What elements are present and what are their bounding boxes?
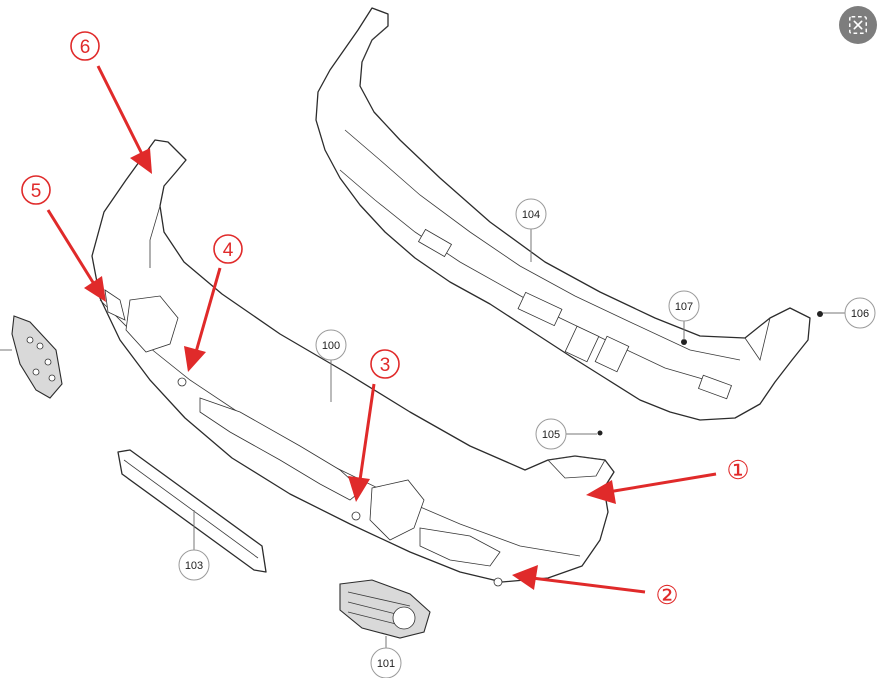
callout-107: 107 [668,290,700,340]
close-x-icon [849,16,867,34]
callout-101: 101 [370,636,402,678]
side-grille-left [0,315,63,399]
marker-4: 4 [184,234,243,372]
callout-107-label: 107 [675,301,693,313]
callout-105: 105 [535,418,597,450]
marker-3: 3 [348,349,400,502]
callout-100-label: 100 [322,340,340,352]
part-101-fog-grille [339,579,431,639]
marker-1-label: ① [726,455,749,485]
marker-4-label: 4 [223,240,234,261]
callout-106-label: 106 [851,308,869,320]
marker-5-label: 5 [31,181,42,202]
callout-104-label: 104 [522,209,540,221]
fastener-106 [817,311,823,317]
callout-101-label: 101 [377,658,395,670]
marker-1: ① [586,455,750,504]
marker-6-label: 6 [80,37,91,58]
part-103-trim-strip [117,449,267,573]
marker-6: 6 [70,31,152,174]
fastener-105 [597,430,603,436]
part-100-bumper-cover [91,139,615,587]
marker-2: ② [512,565,679,610]
marker-3-label: 3 [380,355,391,376]
callout-104: 104 [515,198,547,262]
close-button[interactable] [839,6,877,44]
callout-100: 100 [315,329,347,402]
part-104-absorber [315,7,811,421]
callout-106: 106 [823,297,876,329]
callout-103: 103 [178,510,210,581]
callout-103-label: 103 [185,560,203,572]
marker-5: 5 [21,175,106,302]
marker-2-label: ② [655,580,678,610]
callout-105-label: 105 [542,429,560,441]
fastener-107 [681,339,687,345]
